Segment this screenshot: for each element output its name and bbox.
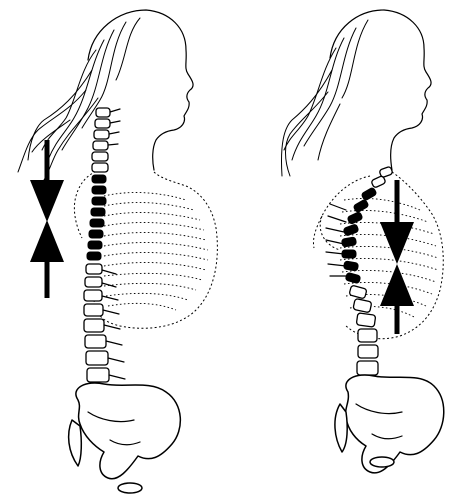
figure-right	[281, 10, 443, 473]
hair-left	[18, 18, 140, 180]
hair-right	[281, 20, 368, 176]
spine-left	[84, 108, 125, 382]
sacrum-left	[69, 420, 82, 466]
shoulder-outline-right	[313, 176, 370, 248]
torso-outline-left	[94, 172, 217, 328]
head-outline-right	[330, 10, 431, 170]
pelvis-left	[76, 383, 180, 479]
figure-left	[18, 10, 217, 493]
compression-arrows-left	[30, 140, 64, 298]
pelvis-right	[346, 375, 444, 473]
compression-arrows-right	[380, 180, 414, 334]
ribcage-left	[104, 193, 208, 310]
sacrum-right	[335, 404, 347, 452]
